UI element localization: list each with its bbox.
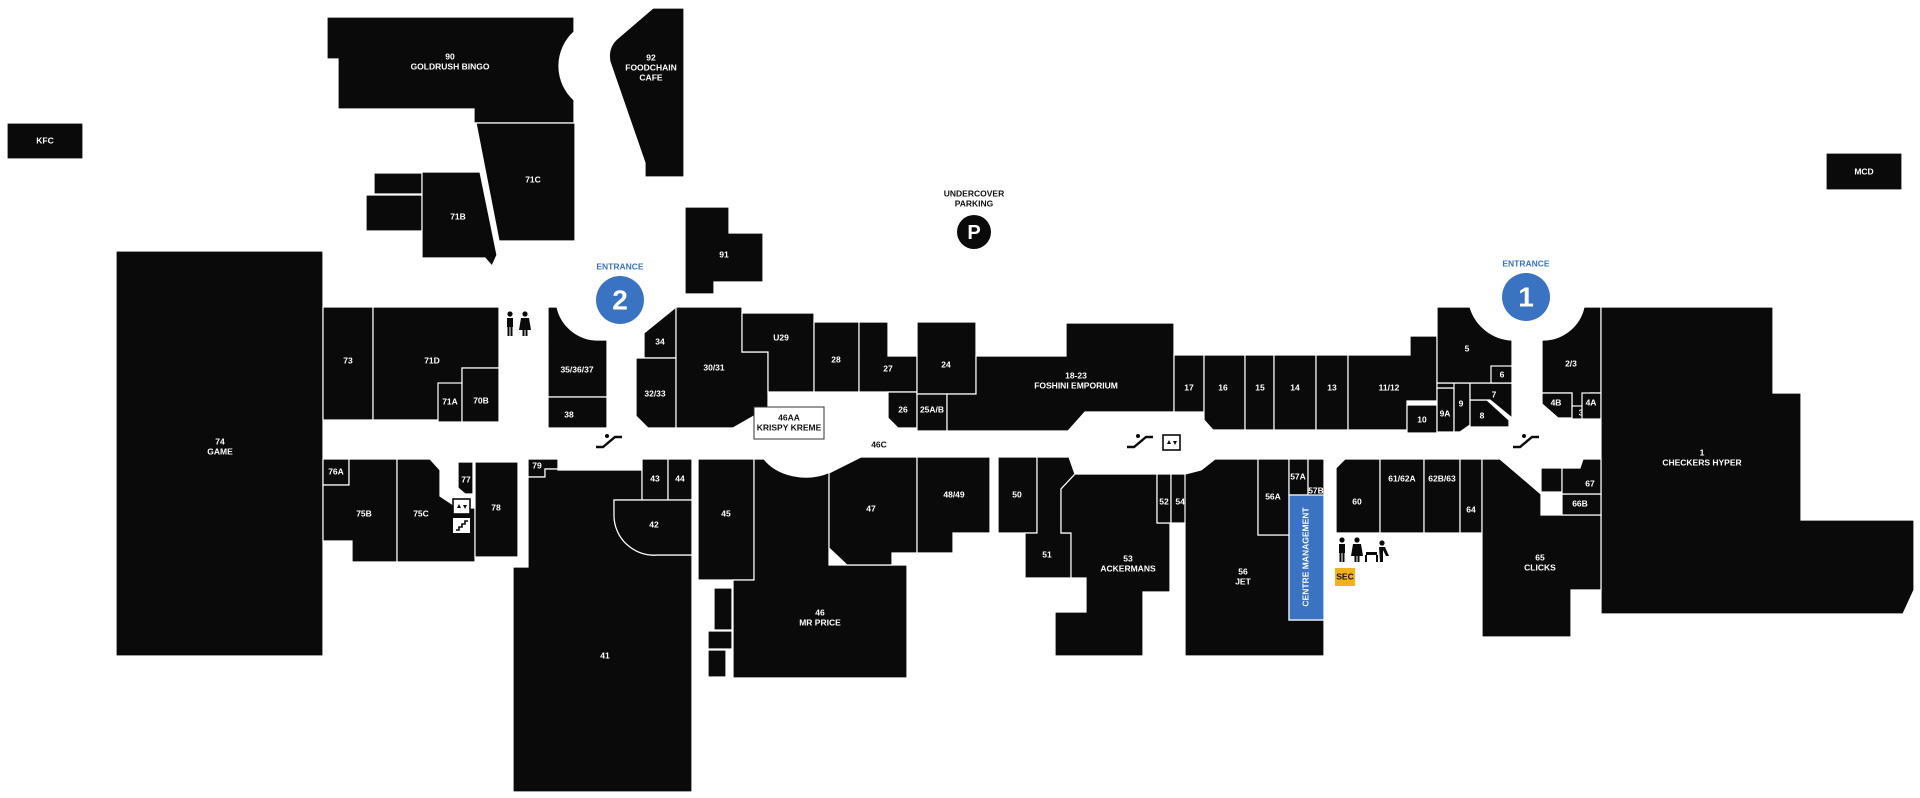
unit-14[interactable]: 14 bbox=[1273, 354, 1317, 431]
escalator-icon-east bbox=[1513, 434, 1539, 449]
unit-17[interactable]: 17 bbox=[1173, 354, 1205, 413]
unit-small-a[interactable] bbox=[713, 587, 733, 631]
unit-60[interactable]: 60 bbox=[1335, 458, 1381, 534]
unit-28[interactable]: 28 bbox=[813, 321, 860, 393]
unit-74[interactable]: 74 GAME bbox=[115, 250, 324, 657]
unit-small-c[interactable] bbox=[707, 649, 727, 678]
toilets-icon bbox=[507, 311, 531, 336]
parking-line2: PARKING bbox=[955, 198, 994, 208]
unit-26[interactable]: 26 bbox=[887, 391, 918, 429]
parking-icon bbox=[957, 215, 991, 249]
entrance-1-number: 1 bbox=[1518, 282, 1534, 313]
unit-25ab[interactable]: 25A/B bbox=[916, 393, 948, 432]
lift-icon bbox=[1162, 434, 1181, 451]
centre-management[interactable]: CENTRE MANAGEMENT bbox=[1288, 494, 1325, 621]
unit-35-36-37[interactable]: 35/36/37 bbox=[547, 306, 608, 398]
entrance-2[interactable]: ENTRANCE 2 bbox=[596, 261, 644, 324]
unit-78[interactable]: 78 bbox=[474, 461, 519, 558]
unit-47[interactable]: 47 bbox=[828, 456, 918, 566]
entrance-1[interactable]: ENTRANCE 1 bbox=[1502, 258, 1550, 321]
entrance-2-label: ENTRANCE bbox=[596, 261, 644, 271]
unit-52[interactable]: 52 bbox=[1156, 473, 1172, 524]
unit-73[interactable]: 73 bbox=[322, 306, 374, 421]
unit-50[interactable]: 50 bbox=[997, 456, 1038, 534]
unit-32-33[interactable]: 32/33 bbox=[635, 357, 677, 429]
escalator-icon bbox=[596, 434, 622, 449]
entrance-2-marker bbox=[596, 276, 644, 324]
unit-9a[interactable]: 9A bbox=[1436, 387, 1455, 433]
unit-18-23[interactable]: 18-23 FOSHINI EMPORIUM bbox=[946, 322, 1175, 432]
unit-53-ackermans[interactable]: 53 ACKERMANS bbox=[1054, 473, 1171, 657]
lift-icon-west bbox=[452, 498, 471, 515]
baby-change-icon bbox=[1365, 540, 1389, 562]
unit-16[interactable]: 16 bbox=[1203, 354, 1246, 431]
unit-44[interactable]: 44 bbox=[667, 458, 693, 501]
entrance-2-number: 2 bbox=[612, 285, 628, 316]
unit-24[interactable]: 24 bbox=[916, 321, 977, 395]
unit-43[interactable]: 43 bbox=[641, 458, 669, 501]
parking-symbol: P bbox=[967, 222, 980, 244]
unit-76a[interactable]: 76A bbox=[322, 458, 350, 486]
unit-71b[interactable]: 71B bbox=[365, 171, 498, 268]
unit-77[interactable]: 77 bbox=[457, 461, 474, 495]
unit-4b[interactable]: 4B bbox=[1541, 392, 1573, 419]
unit-48-49[interactable]: 48/49 bbox=[916, 456, 991, 554]
entrance-1-label: ENTRANCE bbox=[1502, 258, 1550, 268]
security-badge[interactable]: SEC bbox=[1335, 568, 1355, 586]
unit-34[interactable]: 34 bbox=[643, 305, 677, 359]
unit-71a[interactable]: 71A bbox=[437, 382, 463, 423]
unit-10[interactable]: 10 bbox=[1406, 404, 1438, 434]
unit-6[interactable]: 6 bbox=[1490, 365, 1513, 384]
unit-45[interactable]: 45 bbox=[697, 458, 755, 581]
unit-small-b[interactable] bbox=[707, 630, 733, 650]
parking-line1: UNDERCOVER bbox=[944, 188, 1004, 198]
krispy-kreme-kiosk[interactable]: 46AA KRISPY KREME bbox=[753, 406, 825, 440]
stairs-icon bbox=[453, 518, 470, 533]
unit-90[interactable]: 90 GOLDRUSH BINGO bbox=[326, 16, 575, 124]
escalator-icon-centre bbox=[1127, 434, 1153, 449]
unit-15[interactable]: 15 bbox=[1244, 354, 1275, 431]
unit-64[interactable]: 64 bbox=[1459, 458, 1483, 534]
walkway-46c-label: 46C bbox=[871, 439, 887, 449]
unit-91[interactable]: 91 bbox=[684, 206, 764, 295]
unit-13[interactable]: 13 bbox=[1315, 354, 1349, 431]
unit-66b[interactable]: 66B bbox=[1561, 493, 1602, 516]
unit-92[interactable]: 92 FOODCHAIN CAFE bbox=[608, 7, 685, 178]
unit-66a[interactable]: 66A bbox=[1540, 467, 1563, 500]
entrance-1-marker bbox=[1502, 273, 1550, 321]
toilets-icon-east bbox=[1339, 537, 1363, 562]
unit-67[interactable]: 67 bbox=[1561, 458, 1602, 495]
unit-27[interactable]: 27 bbox=[858, 321, 918, 393]
unit-70b[interactable]: 70B bbox=[461, 367, 500, 423]
unit-61-62a[interactable]: 61/62A bbox=[1379, 458, 1425, 534]
unit-1-checkers[interactable]: 1 CHECKERS HYPER bbox=[1600, 306, 1915, 615]
unit-56a[interactable]: 56A bbox=[1257, 458, 1290, 536]
unit-62b-63[interactable]: 62B/63 bbox=[1423, 458, 1461, 534]
undercover-parking[interactable]: UNDERCOVER PARKING P bbox=[944, 188, 1004, 249]
unit-4a[interactable]: 4A bbox=[1581, 392, 1602, 420]
unit-38[interactable]: 38 bbox=[547, 396, 608, 429]
unit-kfc[interactable]: KFC bbox=[6, 122, 84, 160]
unit-57a[interactable]: 57A bbox=[1288, 458, 1309, 496]
unit-mcd[interactable]: MCD bbox=[1825, 152, 1903, 191]
